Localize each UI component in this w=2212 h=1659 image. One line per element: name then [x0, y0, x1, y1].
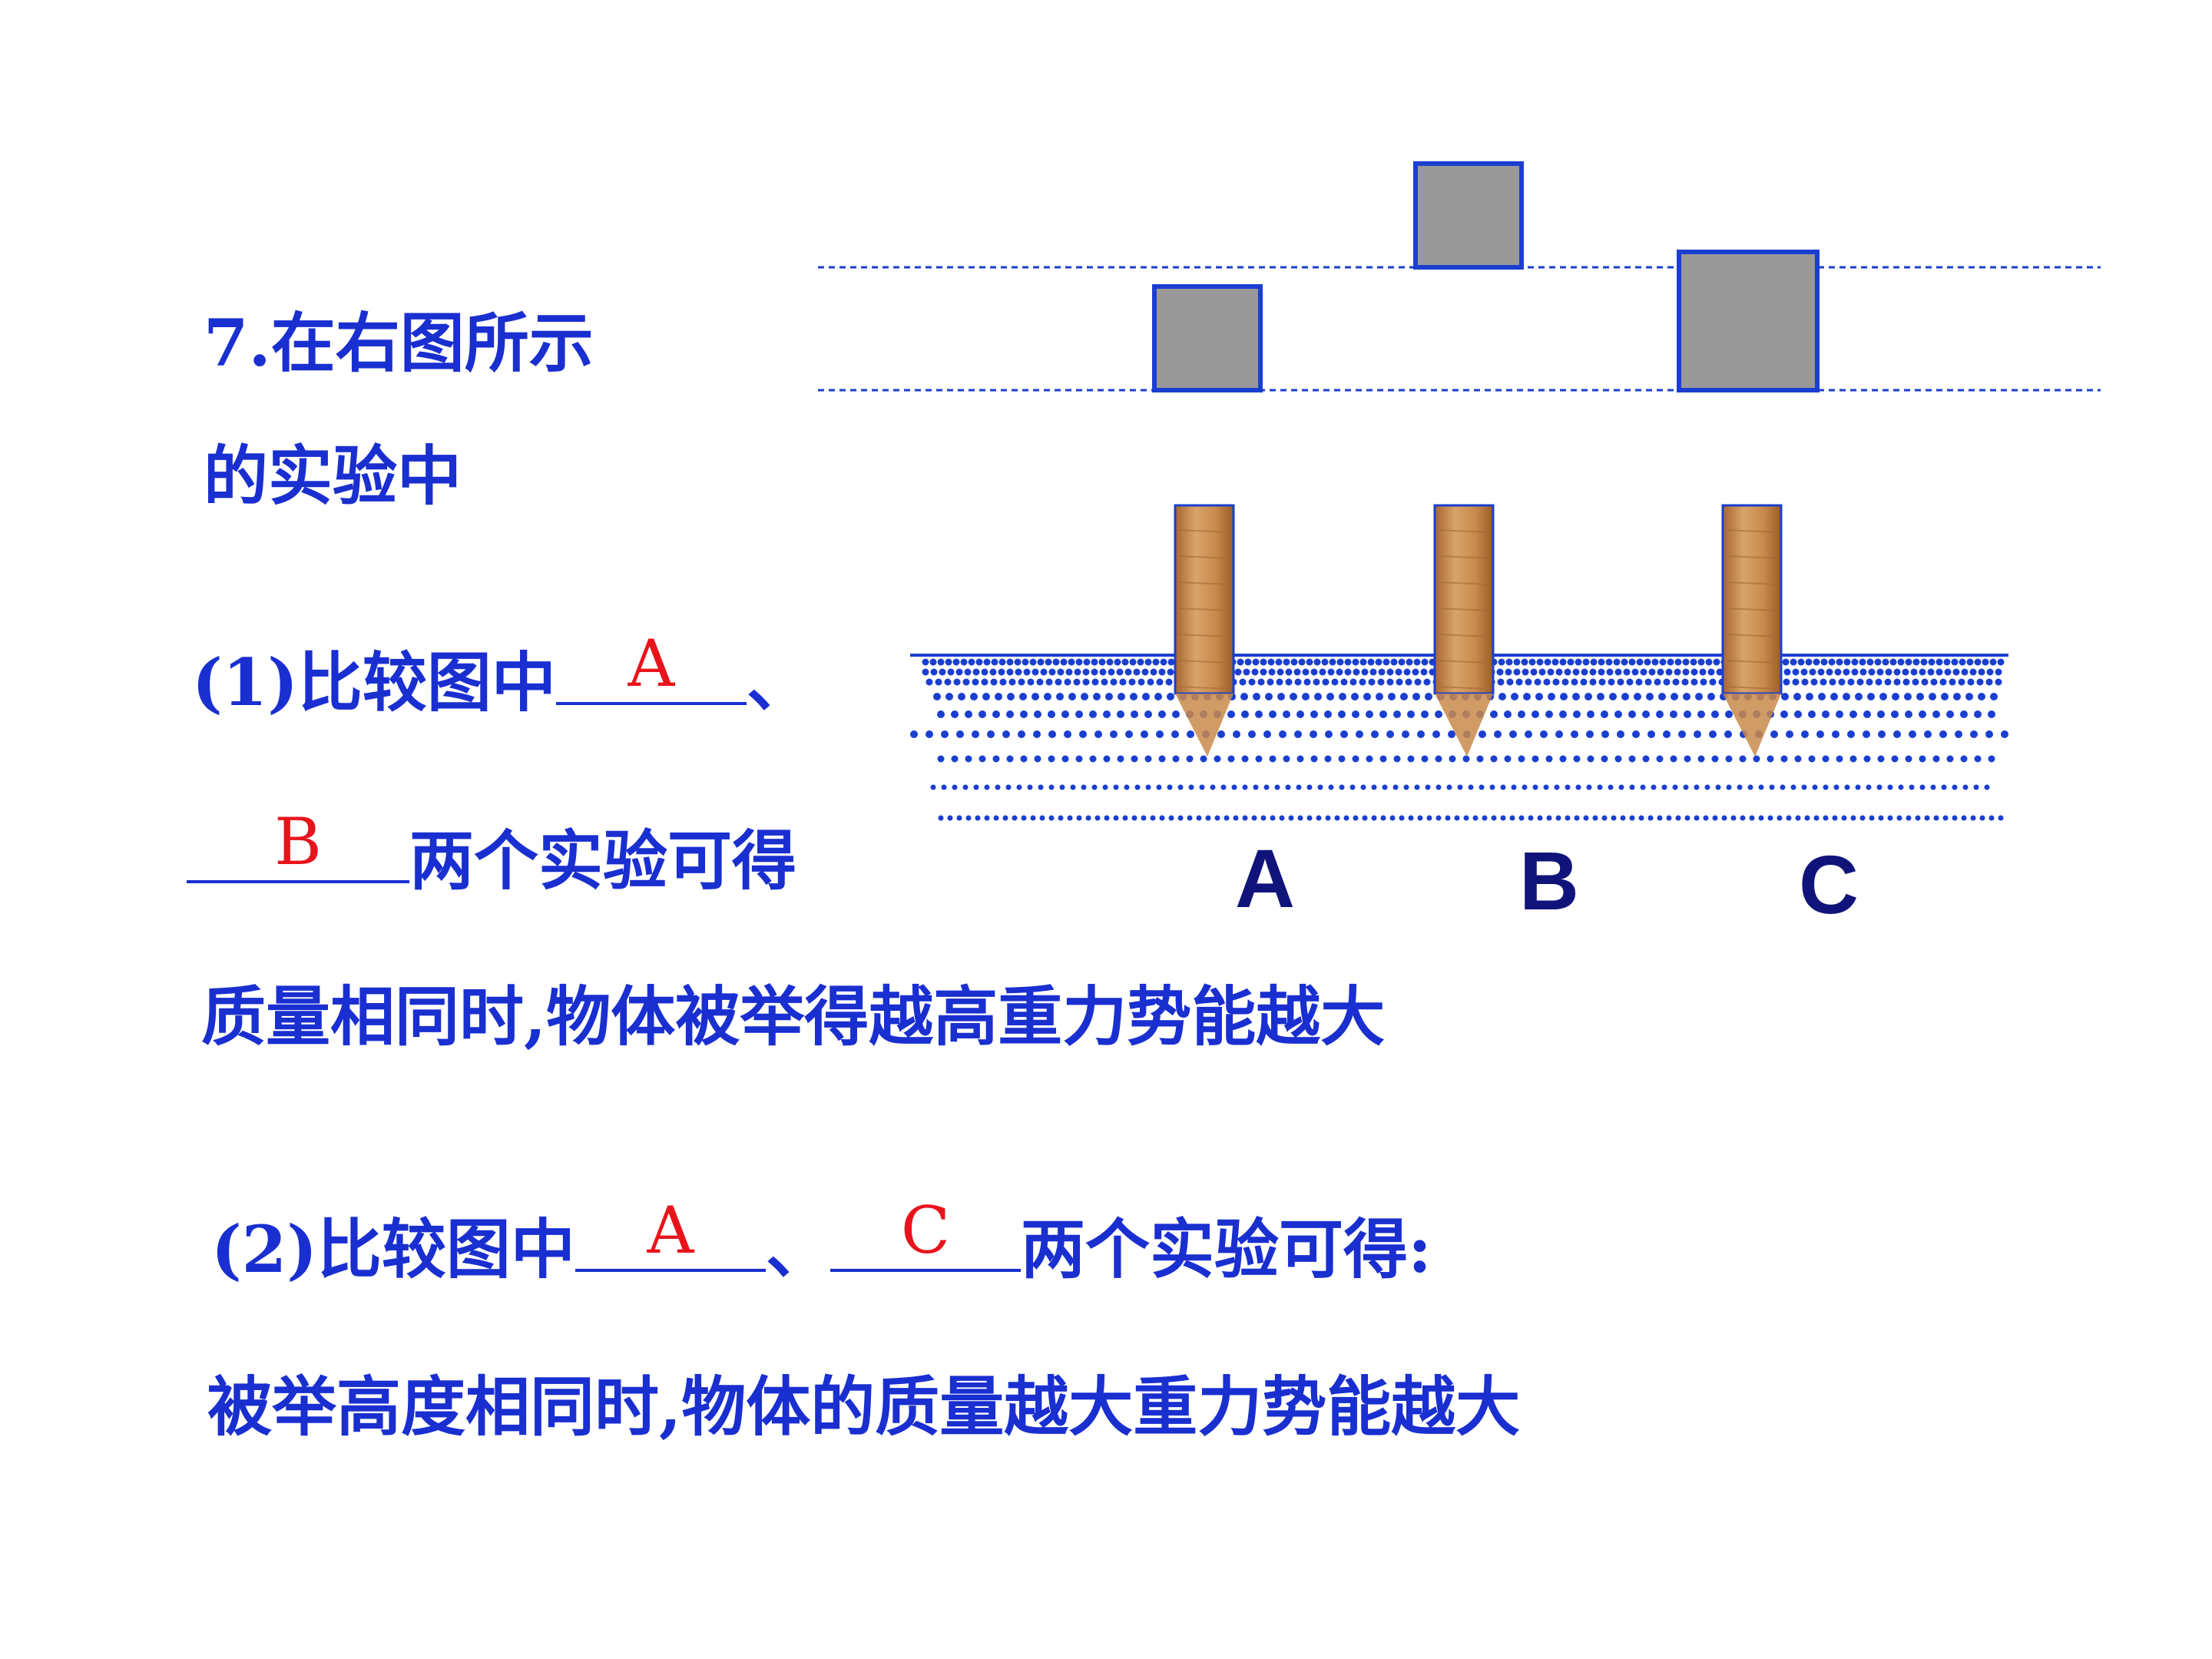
part1-conclusion: 质量相同时,物体被举得越高重力势能越大 [201, 979, 1386, 1055]
part1-blank-2: B [187, 810, 409, 883]
part1-blank-1: A [555, 631, 747, 705]
part2-suffix: 两个实验可得: [1020, 1211, 1432, 1287]
stake-a [1174, 504, 1235, 695]
part2-prefix: (2)比较图中 [211, 1211, 575, 1287]
label-b: B [1519, 834, 1579, 927]
block-a [1152, 284, 1263, 392]
part2-separator: 、 [765, 1211, 830, 1287]
block-b [1413, 161, 1524, 270]
part2-answer-1: A [647, 1193, 694, 1268]
part1-answer-2: B [274, 804, 322, 879]
question-intro-line1: 7.在右图所示 [204, 305, 594, 381]
stake-b [1433, 504, 1495, 695]
part2-answer-2: C [900, 1193, 951, 1268]
stake-b-tip [1435, 694, 1493, 757]
part1-prefix: (1)比较图中 [192, 644, 556, 720]
part2-blank-2: C [830, 1198, 1021, 1272]
sand-dots [910, 658, 2008, 821]
part1-answer-1: A [628, 626, 675, 701]
label-a: A [1235, 832, 1295, 925]
stake-c-tip [1723, 694, 1781, 757]
stake-a-tip [1175, 694, 1233, 757]
stakes [1174, 504, 1783, 757]
part2-conclusion: 被举高度相同时,物体的质量越大重力势能越大 [207, 1369, 1521, 1445]
part1-separator: 、 [746, 644, 811, 720]
question-intro-line2: 的实验中 [204, 438, 462, 514]
part2-blank-1: A [575, 1198, 766, 1272]
block-c [1677, 250, 1820, 392]
stake-c [1721, 504, 1783, 695]
part1-suffix: 两个实验可得 [409, 823, 797, 899]
label-c: C [1799, 838, 1859, 931]
